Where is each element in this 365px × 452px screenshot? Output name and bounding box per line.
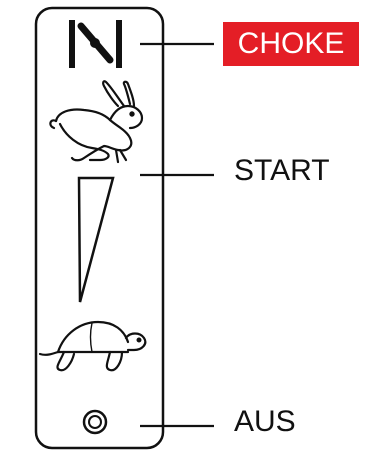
turtle-icon — [38, 320, 147, 372]
throttle-wedge-icon — [77, 176, 115, 303]
choke-badge — [223, 22, 359, 66]
choke-icon — [69, 20, 122, 68]
rabbit-icon — [49, 80, 144, 164]
off-ring-icon — [82, 409, 108, 435]
choke-label: CHOKE — [237, 27, 345, 60]
start-label: START — [234, 154, 330, 187]
aus-label: AUS — [234, 405, 296, 438]
panel-frame — [34, 6, 165, 450]
